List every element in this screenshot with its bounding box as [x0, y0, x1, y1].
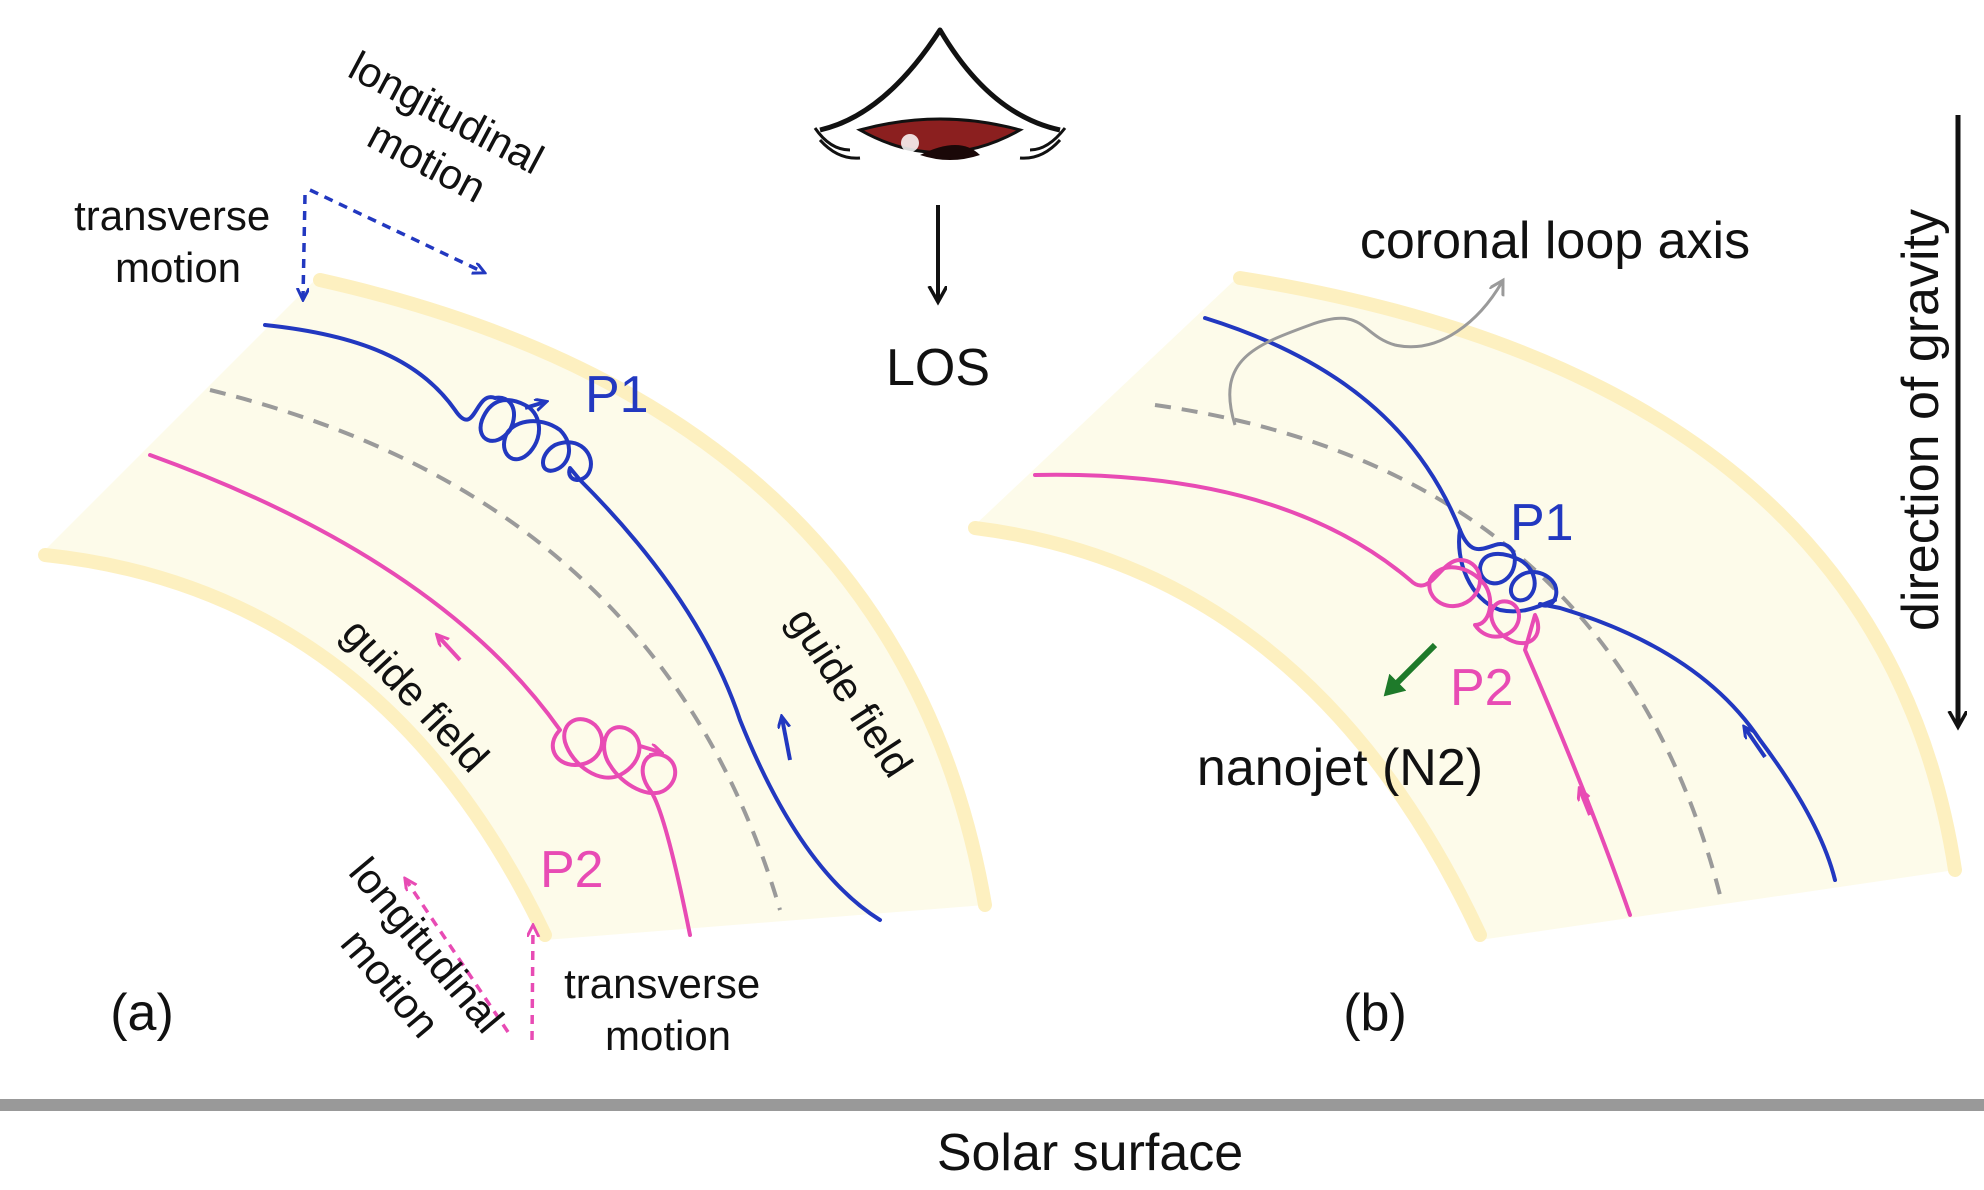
- coronal-loop-a: [45, 275, 985, 940]
- panel-b: coronal loop axis P1 P2 nanojet (N2) (b): [968, 212, 1962, 1042]
- strand-p2-b-arrow: [1580, 790, 1592, 816]
- strand-p1-b-inner: [1457, 528, 1557, 614]
- coronal-loop-b: [975, 275, 1955, 940]
- strand-p2-a-arrow: [639, 746, 660, 752]
- strand-p1-b: [1203, 316, 1837, 882]
- eye-icon: [813, 27, 1067, 160]
- p2-label-a: P2: [540, 841, 604, 899]
- strand-p2-b: [1033, 472, 1632, 917]
- longitudinal-label-top: longitudinal motion: [317, 42, 561, 235]
- gravity-label: direction of gravity: [1892, 209, 1950, 631]
- loop-edge-inner-a: [38, 548, 552, 942]
- guide-field-arrow-b: [1745, 728, 1767, 759]
- nanojet-arrow: [1383, 642, 1438, 697]
- loop-edge-inner-b: [968, 521, 1487, 942]
- strand-p1-a-arrow: [524, 402, 545, 408]
- transverse-motion-arrow-bottom: [532, 927, 533, 1041]
- los-label: LOS: [886, 339, 990, 397]
- guide-field-arrow-left: [438, 636, 462, 662]
- guide-field-arrow-right: [782, 718, 792, 761]
- p2-label-b: P2: [1450, 659, 1514, 717]
- longitudinal-motion-arrow-bottom: [406, 880, 510, 1033]
- loop-axis-a: [209, 388, 782, 911]
- nanojet-label: nanojet (N2): [1197, 739, 1483, 797]
- loop-edge-outer-b: [1233, 271, 1962, 877]
- panel-a: transverse motion longitudinal motion P1…: [38, 42, 992, 1059]
- loop-edge-outer-a: [313, 273, 992, 912]
- transverse-label-top: transverse motion: [74, 192, 282, 291]
- panel-label-a: (a): [110, 984, 174, 1042]
- panel-label-b: (b): [1343, 984, 1407, 1042]
- axis-pointer: [1228, 282, 1502, 426]
- p1-label-a: P1: [585, 366, 649, 424]
- coronal-loop-axis-label: coronal loop axis: [1360, 212, 1750, 270]
- solar-surface-label: Solar surface: [937, 1124, 1243, 1182]
- transverse-motion-arrow-top: [303, 194, 305, 298]
- p1-label-b: P1: [1510, 494, 1574, 552]
- strand-p1-a: [263, 323, 882, 922]
- transverse-label-bottom: transverse motion: [564, 960, 772, 1059]
